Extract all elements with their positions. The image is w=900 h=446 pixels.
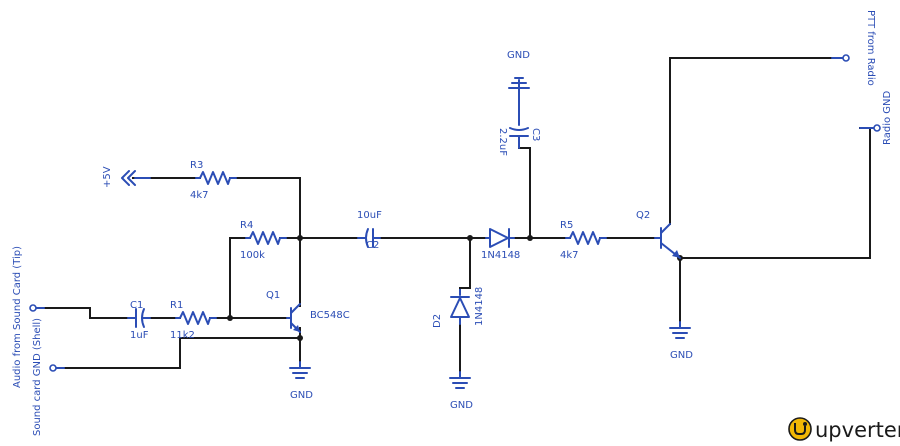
resistor-r4[interactable]: R4 100k xyxy=(240,220,287,261)
gnd-q2-label: GND xyxy=(670,350,693,361)
diode-icon xyxy=(450,297,470,318)
capacitor-c3[interactable]: C3 2.2uF xyxy=(497,91,541,156)
q1-value: BC548C xyxy=(310,310,350,321)
c3-ref: C3 xyxy=(530,128,541,141)
r3-ref: R3 xyxy=(190,160,203,171)
diode-d2[interactable]: D2 1N4148 xyxy=(432,287,485,328)
c1-ref: C1 xyxy=(130,300,143,311)
supply-5v[interactable]: +5V xyxy=(102,166,151,188)
capacitor-icon xyxy=(365,228,369,248)
r3-value: 4k7 xyxy=(190,190,209,201)
port-audio-label: Audio from Sound Card (Tip) xyxy=(12,246,23,388)
supply-arrow-icon xyxy=(121,170,130,186)
d1-value: 1N4148 xyxy=(481,250,520,261)
port-radio-gnd-label: Radio GND xyxy=(882,90,893,145)
transistor-q1[interactable]: Q1 BC548C xyxy=(266,290,350,333)
wire-shell-gnd xyxy=(55,337,301,369)
wire-r3-collector xyxy=(229,177,301,307)
r1-ref: R1 xyxy=(170,300,183,311)
resistor-icon xyxy=(175,311,217,325)
gnd-d2-label: GND xyxy=(450,400,473,411)
wires xyxy=(35,57,871,375)
wire-ptt xyxy=(669,57,833,225)
r4-ref: R4 xyxy=(240,220,253,231)
port-radio-gnd[interactable]: Radio GND xyxy=(859,90,893,145)
junction xyxy=(527,235,533,241)
port-pin-icon xyxy=(873,124,881,132)
capacitor-icon xyxy=(509,127,529,131)
supply-label: +5V xyxy=(102,166,113,188)
resistor-r3[interactable]: R3 4k7 xyxy=(190,160,237,201)
capacitor-c2[interactable]: 10uF C2 xyxy=(357,210,382,251)
port-sound-card-gnd-label: Sound card GND (Shell) xyxy=(32,318,43,436)
junction xyxy=(467,235,473,241)
d2-ref: D2 xyxy=(432,314,443,328)
resistor-r5[interactable]: R5 4k7 xyxy=(560,220,607,261)
resistor-icon xyxy=(195,171,237,185)
r5-ref: R5 xyxy=(560,220,573,231)
port-ptt-label: PTT from Radio xyxy=(865,10,876,86)
resistor-r1[interactable]: R1 11k2 xyxy=(170,300,217,341)
logo-text: upverter xyxy=(815,418,900,442)
c2-value: 10uF xyxy=(357,210,382,221)
c1-value: 1uF xyxy=(130,330,149,341)
diode-icon xyxy=(489,228,509,248)
port-sound-card-gnd[interactable]: Sound card GND (Shell) xyxy=(32,318,65,436)
c2-ref: C2 xyxy=(366,240,379,251)
gnd-q1-label: GND xyxy=(290,390,313,401)
junction xyxy=(227,315,233,321)
junction xyxy=(297,235,303,241)
wire-c3 xyxy=(518,147,531,239)
diode-d1[interactable]: 1N4148 xyxy=(481,228,520,261)
q2-ref: Q2 xyxy=(636,210,650,221)
r1-value: 11k2 xyxy=(170,330,195,341)
ground-c3: GND xyxy=(507,50,530,93)
ground-d2: GND xyxy=(449,371,473,411)
resistor-icon xyxy=(565,231,607,245)
junctions xyxy=(227,235,683,341)
gnd-c3-label: GND xyxy=(507,50,530,61)
port-ptt[interactable]: PTT from Radio xyxy=(831,10,876,86)
upverter-logo-icon xyxy=(788,417,812,441)
transistor-q2[interactable]: Q2 xyxy=(636,210,681,259)
wire-radio-gnd xyxy=(679,127,871,259)
port-audio[interactable]: Audio from Sound Card (Tip) xyxy=(12,246,45,388)
wire-audio-in xyxy=(35,307,133,319)
r5-value: 4k7 xyxy=(560,250,579,261)
q1-ref: Q1 xyxy=(266,290,280,301)
r4-value: 100k xyxy=(240,250,265,261)
wire-r4-left xyxy=(229,237,251,319)
capacitor-c1[interactable]: C1 1uF xyxy=(127,300,151,341)
ground-q1: GND xyxy=(289,361,313,401)
port-pin-icon xyxy=(29,304,37,312)
resistor-icon xyxy=(245,231,287,245)
port-pin-icon xyxy=(842,54,850,62)
d2-value: 1N4148 xyxy=(474,287,485,326)
junction xyxy=(297,335,303,341)
ground-q2: GND xyxy=(669,321,693,361)
c3-value: 2.2uF xyxy=(497,128,508,156)
upverter-logo[interactable]: upverter xyxy=(788,417,900,442)
port-pin-icon xyxy=(49,364,57,372)
